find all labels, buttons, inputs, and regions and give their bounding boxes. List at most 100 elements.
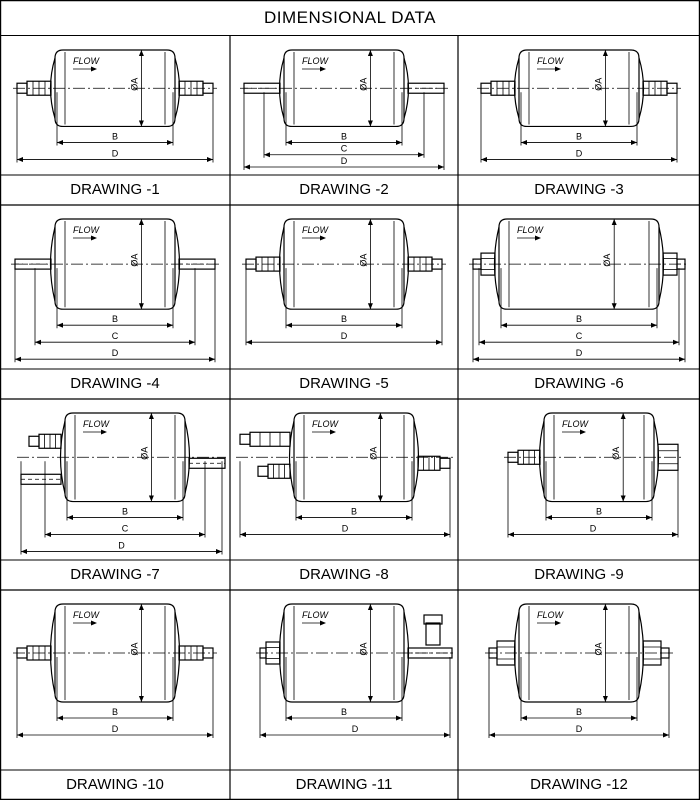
flow-label: FLOW [517, 225, 545, 235]
diameter-label: ØA [611, 447, 621, 460]
filter-body [518, 49, 640, 128]
diameter-label: ØA [593, 78, 603, 91]
drawing-caption: DRAWING -4 [70, 375, 160, 392]
dimension-arrow [148, 495, 154, 502]
filter-body [54, 218, 176, 310]
drawing-group: FLOW ØA BD [256, 603, 454, 738]
dimension-label-b: B [576, 314, 582, 324]
hex-nut [657, 443, 679, 471]
filter-body [54, 603, 176, 703]
flow-label: FLOW [73, 225, 101, 235]
filter-body [283, 603, 405, 703]
dimension-arrow [679, 356, 685, 362]
filter-body [518, 603, 640, 703]
dimension-label-c: C [341, 144, 348, 154]
diameter-label: ØA [358, 254, 368, 267]
diameter-label: ØA [358, 642, 368, 655]
diameter-label: ØA [368, 447, 378, 460]
filter-body [54, 49, 176, 128]
dimension-label-d: D [112, 148, 119, 158]
dimension-arrow [396, 322, 402, 328]
dimension-arrow [216, 549, 222, 555]
dimension-arrow [246, 339, 252, 345]
dimension-arrow [207, 732, 213, 738]
dimension-arrow [367, 120, 373, 127]
drawing-caption: DRAWING -9 [534, 566, 624, 583]
drawing-caption: DRAWING -8 [299, 566, 389, 583]
dimension-arrow [406, 515, 412, 521]
dimension-arrow [209, 356, 215, 362]
dimension-arrow [286, 715, 292, 721]
dimension-label-b: B [341, 707, 347, 717]
dimension-arrow [21, 549, 27, 555]
dimension-label-b: B [341, 131, 347, 141]
dimension-label-b: B [122, 507, 128, 517]
flow-arrowhead [555, 66, 561, 72]
page-title: DIMENSIONAL DATA [0, 0, 700, 36]
flow-label: FLOW [302, 610, 330, 620]
filter-body [283, 49, 405, 128]
dimension-arrow [396, 139, 402, 145]
dimension-label-d: D [590, 524, 597, 534]
dimension-arrow [481, 156, 487, 162]
dimension-arrow [167, 139, 173, 145]
dimension-arrow [286, 139, 292, 145]
diameter-label: ØA [129, 78, 139, 91]
dimension-arrow [138, 50, 144, 56]
flare-tip [239, 433, 251, 445]
dimension-label-d: D [576, 348, 583, 358]
drawing-caption: DRAWING -1 [70, 181, 160, 198]
drawing-caption: DRAWING -11 [295, 776, 393, 793]
dimension-arrow [521, 139, 527, 145]
flow-arrowhead [91, 235, 97, 241]
flare-tip [257, 465, 269, 477]
dimension-label-d: D [352, 724, 359, 734]
flare-tip [439, 457, 451, 469]
dimension-label-c: C [576, 331, 583, 341]
dimension-arrow [367, 50, 373, 56]
dimension-arrow [148, 413, 154, 419]
flow-arrowhead [580, 429, 586, 435]
body-end-cap [184, 420, 191, 494]
filter-body [543, 412, 655, 503]
dimension-label-d: D [341, 156, 348, 166]
diameter-label: ØA [593, 642, 603, 655]
flow-label: FLOW [312, 419, 340, 429]
dimension-label-c: C [112, 331, 119, 341]
body-end-cap [288, 420, 295, 494]
filter-body [283, 218, 405, 310]
dimension-arrow [296, 515, 302, 521]
dimension-arrow [631, 139, 637, 145]
dimension-arrow [286, 322, 292, 328]
dimension-label-b: B [596, 507, 602, 517]
technical-drawing-11: FLOW ØA BD [256, 603, 454, 738]
dimension-arrow [35, 339, 41, 345]
dimension-arrow [620, 495, 626, 502]
drawing-caption: DRAWING -7 [70, 566, 160, 583]
dimension-label-d: D [341, 331, 348, 341]
dimension-arrow [244, 164, 250, 170]
flow-label: FLOW [302, 56, 330, 66]
dimension-arrow [602, 120, 608, 127]
dimension-arrow [479, 339, 485, 345]
diameter-label: ØA [358, 78, 368, 91]
dimension-arrow [396, 715, 402, 721]
service-port-cap [423, 614, 443, 625]
flow-arrowhead [91, 66, 97, 72]
dimension-label-d: D [576, 148, 583, 158]
dimension-arrow [508, 532, 514, 538]
